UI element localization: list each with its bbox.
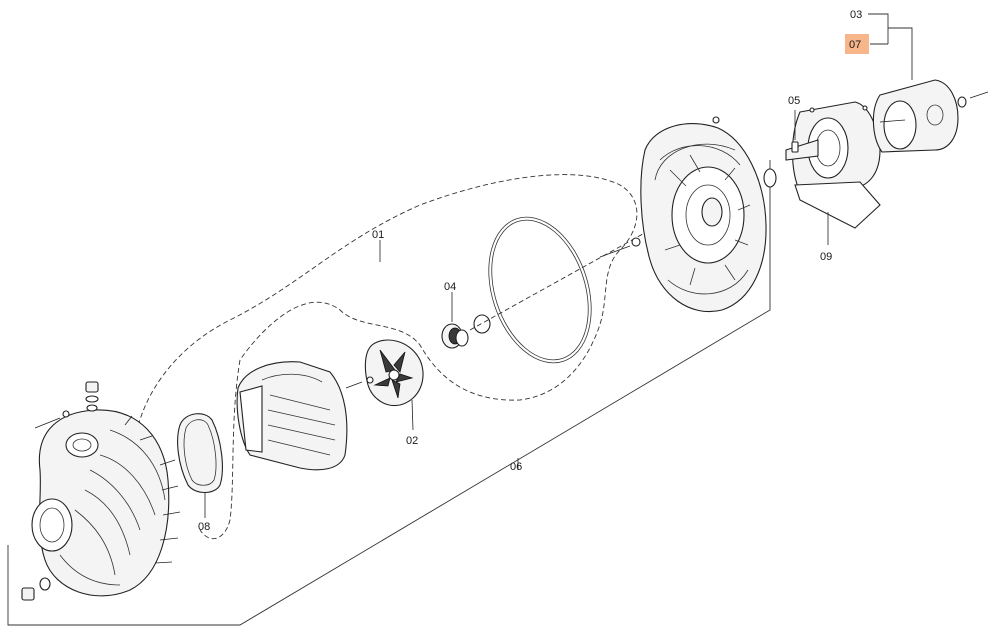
housing-mount-bolt: [599, 237, 641, 258]
group-outline-01: [133, 174, 638, 489]
hydraulic-motor-07: [872, 79, 959, 153]
spacer-washer: [763, 168, 777, 188]
small-o-ring: [473, 314, 491, 334]
callout-04[interactable]: 04: [444, 281, 456, 293]
housing-bolt: [34, 410, 70, 429]
callout-07[interactable]: 07: [849, 39, 861, 51]
callout-09[interactable]: 09: [820, 251, 832, 263]
callout-02[interactable]: 02: [406, 435, 418, 447]
large-o-ring: [488, 216, 592, 364]
callout-03[interactable]: 03: [850, 9, 862, 21]
shaft-centerline: [469, 229, 651, 331]
wear-ring-08: [177, 413, 223, 494]
callout-07-highlight: [845, 34, 869, 54]
group-bracket-03: [868, 13, 913, 80]
pump-housing: [31, 409, 181, 597]
shaft-key-05: [791, 110, 799, 153]
callout-08[interactable]: 08: [198, 521, 210, 533]
suction-cover: [236, 361, 348, 471]
impeller-bolt: [345, 376, 374, 389]
motor-fastener: [957, 91, 989, 108]
back-plate-housing: [640, 116, 767, 312]
drain-plug-bottom: [21, 577, 51, 601]
bearing-pedestal-09: [785, 101, 881, 229]
callout-01[interactable]: 01: [372, 229, 384, 241]
callout-05[interactable]: 05: [788, 95, 800, 107]
large-o-ring-inner: [491, 219, 589, 361]
leader-02: [411, 399, 414, 431]
impeller-02: [364, 339, 424, 407]
callout-06[interactable]: 06: [510, 461, 522, 473]
mechanical-seal-04: [441, 323, 469, 349]
drain-plug-top: [85, 381, 99, 412]
assembly-bracket-06: [7, 160, 771, 626]
group-outline-inner: [199, 359, 241, 540]
